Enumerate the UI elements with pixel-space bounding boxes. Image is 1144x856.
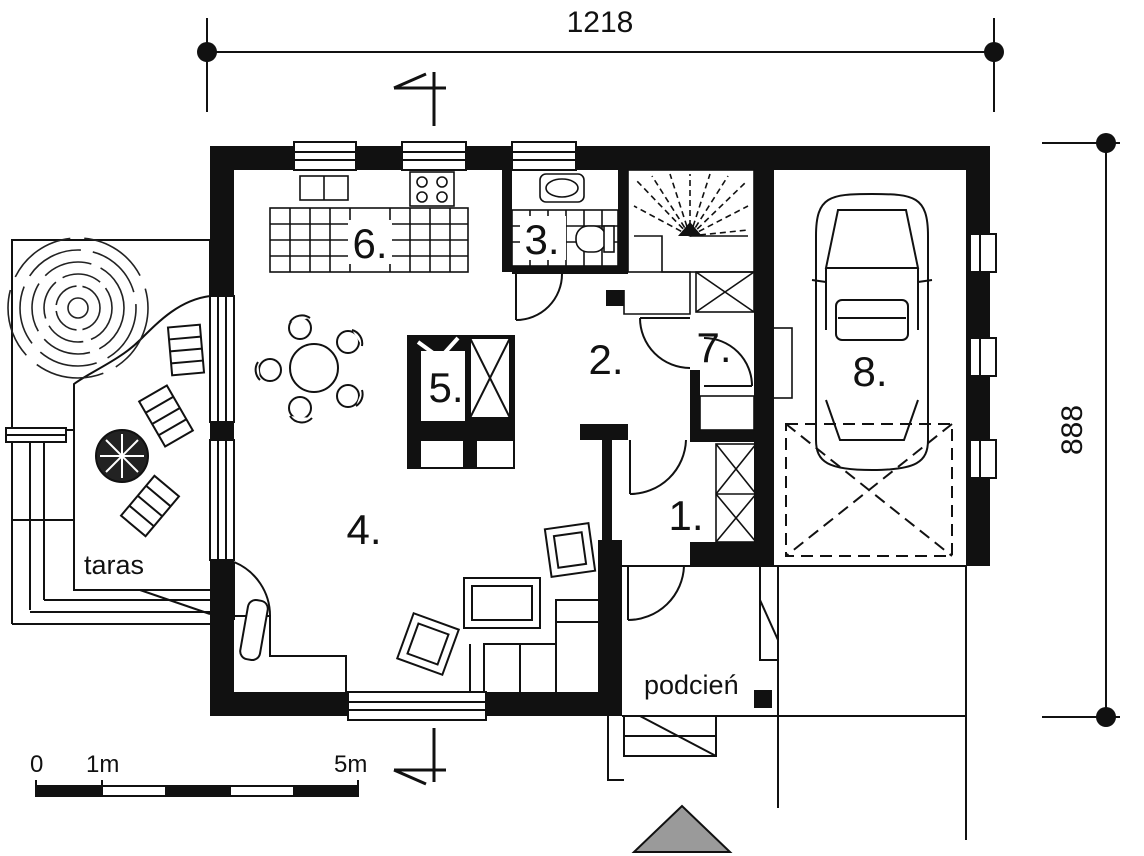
porch-lines (607, 565, 967, 840)
room-label-bg (348, 220, 392, 264)
terrace-label: taras (84, 550, 144, 580)
stairs (623, 169, 755, 315)
fireplace (407, 335, 515, 469)
fireplace-mark (416, 336, 460, 361)
entrance-marker (631, 804, 733, 853)
dimension-dots (197, 42, 1116, 727)
scale-five: 5m (334, 751, 367, 778)
room-label-bg (844, 348, 894, 392)
section-marker-bottom (393, 728, 446, 786)
width-dimension: 1218 (567, 6, 634, 39)
dining-set (254, 314, 364, 424)
room-8-label: 8. (852, 348, 887, 395)
section-marker-top (393, 72, 446, 126)
room-4-label: 4. (346, 506, 381, 553)
windows (209, 141, 997, 721)
scale-zero: 0 (30, 751, 43, 778)
room-3-label: 3. (524, 216, 559, 263)
living-furniture (234, 522, 598, 692)
stairs-arrow (678, 222, 702, 236)
terrace (5, 239, 211, 625)
depth-dimension: 888 (1056, 405, 1089, 455)
terrace-furniture (95, 323, 206, 538)
garage-door-swing (785, 423, 953, 557)
room-6-label: 6. (352, 220, 387, 267)
scale-bar (35, 780, 359, 797)
doors (233, 273, 753, 621)
tree-stump-rings (7, 237, 149, 379)
closets (699, 327, 793, 543)
room-1-label: 1. (668, 492, 703, 539)
scale-one: 1m (86, 751, 119, 778)
interior-walls (502, 170, 774, 566)
porch-pillar (754, 690, 772, 708)
room-2-label: 2. (588, 336, 623, 383)
room-7-label: 7. (696, 324, 731, 371)
dimension-lines (206, 18, 1120, 718)
room-label-bg (520, 216, 566, 260)
room-5-label: 5. (428, 364, 463, 411)
porch-label: podcień (644, 670, 739, 700)
garage-car (811, 192, 933, 472)
